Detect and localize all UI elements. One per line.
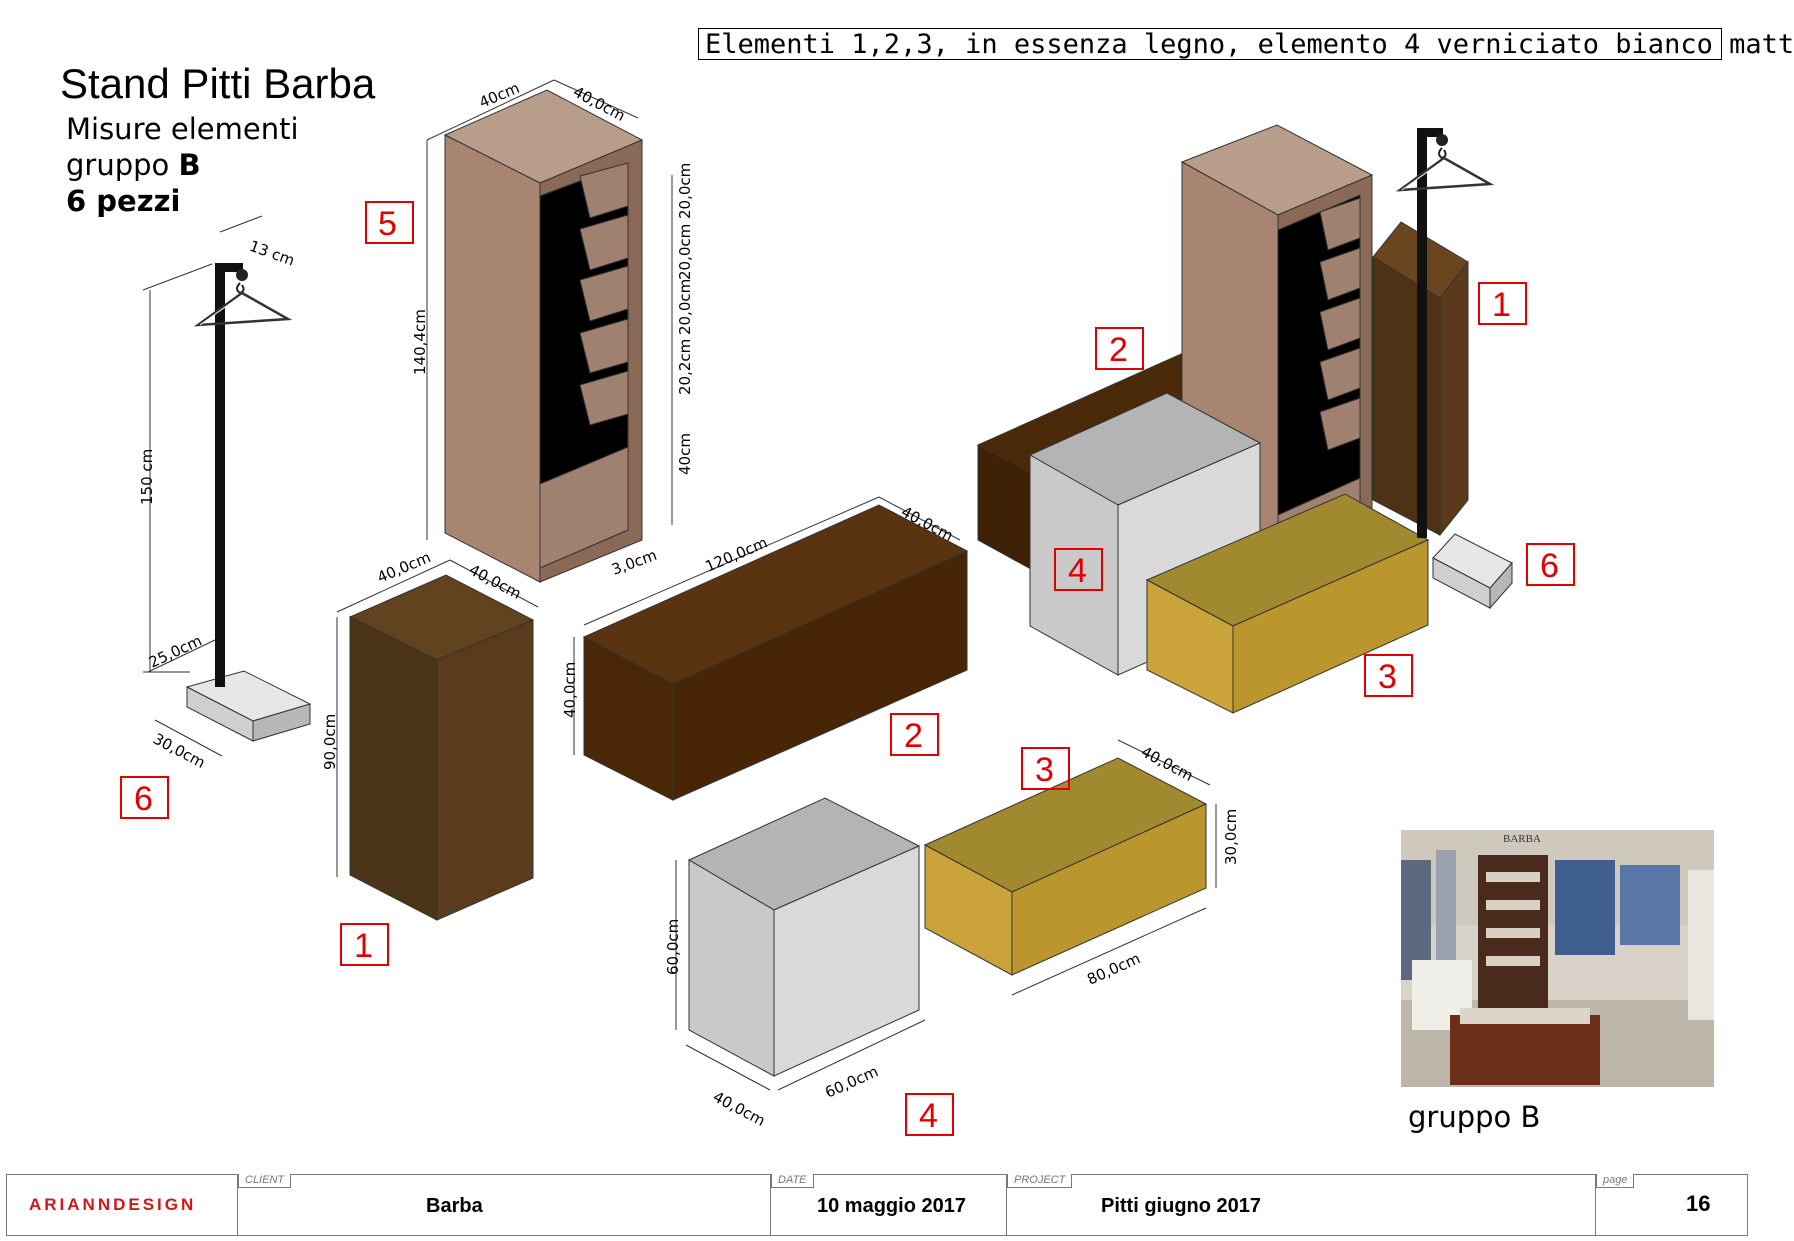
dim-yellow-height: 30,0cm — [1222, 809, 1240, 865]
date-value: 10 maggio 2017 — [817, 1195, 966, 1217]
footer-client-cell: CLIENT Barba — [238, 1174, 771, 1235]
project-tag: PROJECT — [1007, 1174, 1073, 1188]
shelf-unit — [443, 89, 644, 583]
hanger-dimensions — [142, 215, 263, 757]
dim-shelf-s4: 20,2cm — [676, 339, 694, 395]
label-2-left: 2 — [904, 717, 923, 755]
dim-bench-height: 40,0cm — [561, 662, 579, 718]
project-value: Pitti giugno 2017 — [1101, 1195, 1262, 1217]
bench-dimensions — [573, 496, 961, 755]
subtitle-prefix: gruppo — [66, 148, 179, 182]
dim-hanger-base-w: 25,0cm — [146, 632, 205, 672]
page-number: 16 — [1686, 1191, 1711, 1216]
label-1-left: 1 — [354, 927, 373, 965]
footer-brand-cell: ARIANNDESIGN — [7, 1175, 238, 1235]
client-value: Barba — [426, 1195, 483, 1217]
isometric-drawing: 13 cm 150 cm 25,0cm 30,0cm 40cm 40,0cm 1… — [120, 79, 1714, 1136]
dim-shelf-bottom: 40cm — [676, 433, 694, 475]
label-6-right: 6 — [1540, 547, 1559, 585]
photo-caption: gruppo B — [1408, 1100, 1541, 1134]
dim-shelf-height: 140,4cm — [411, 309, 429, 375]
white-cube — [687, 797, 921, 1077]
assembled-group — [976, 124, 1513, 714]
dim-box1-height: 90,0cm — [321, 714, 339, 770]
label-6-left: 6 — [134, 780, 153, 818]
label-3-right: 3 — [1378, 658, 1397, 696]
dim-yellow-length: 80,0cm — [1084, 949, 1143, 988]
client-tag: CLIENT — [238, 1174, 292, 1188]
shelf-dimensions — [426, 79, 673, 540]
coat-stand-left — [185, 263, 312, 742]
label-4-right: 4 — [1068, 552, 1087, 590]
tall-box-dimensions — [336, 559, 539, 877]
label-5: 5 — [378, 205, 397, 243]
dim-hanger-height: 150 cm — [138, 449, 156, 505]
page-tag: page — [1596, 1174, 1635, 1188]
date-tag: DATE — [771, 1174, 814, 1188]
reference-photo: BARBA — [1401, 830, 1714, 1087]
dim-hanger-top: 13 cm — [247, 237, 297, 270]
dim-hanger-base-d: 30,0cm — [150, 730, 208, 772]
cube-dimensions — [675, 860, 926, 1091]
assembled-coat-stand — [1398, 128, 1492, 538]
yellow-box — [923, 757, 1208, 976]
label-4-left: 4 — [919, 1097, 938, 1135]
subtitle-line-3: 6 pezzi — [66, 184, 181, 218]
page-title: Stand Pitti Barba — [60, 60, 376, 107]
label-2-right: 2 — [1109, 331, 1128, 369]
photo-sign-text: BARBA — [1503, 833, 1541, 845]
yellow-box-dimensions — [1011, 739, 1217, 996]
element-labels: 5 6 1 2 3 4 2 1 4 6 3 — [120, 201, 1575, 1136]
footer-page-cell: page 16 — [1596, 1174, 1747, 1235]
dim-shelf-s3: 20,0cm — [676, 279, 694, 335]
footer-project-cell: PROJECT Pitti giugno 2017 — [1007, 1174, 1596, 1235]
brand-logo: ARIANNDESIGN — [29, 1195, 197, 1214]
subtitle-group-letter: B — [178, 148, 201, 182]
material-note: Elementi 1,2,3, in essenza legno, elemen… — [698, 28, 1794, 60]
title-block: ARIANNDESIGN CLIENT Barba DATE 10 maggio… — [6, 1174, 1748, 1236]
subtitle-line-2: gruppo B — [66, 148, 201, 182]
tall-box — [348, 574, 535, 921]
dim-shelf-s2: 20,0cm — [676, 224, 694, 280]
dim-shelf-s1: 20,0cm — [676, 163, 694, 219]
dim-cube-height: 60,0cm — [664, 919, 682, 975]
subtitle-line-1: Misure elementi — [66, 112, 299, 146]
label-1-right: 1 — [1492, 286, 1511, 324]
dim-cube-depth: 40,0cm — [710, 1088, 768, 1130]
long-bench — [582, 504, 969, 801]
label-3-left: 3 — [1035, 751, 1054, 789]
dim-cube-width: 60,0cm — [822, 1062, 881, 1101]
footer-date-cell: DATE 10 maggio 2017 — [771, 1174, 1007, 1235]
